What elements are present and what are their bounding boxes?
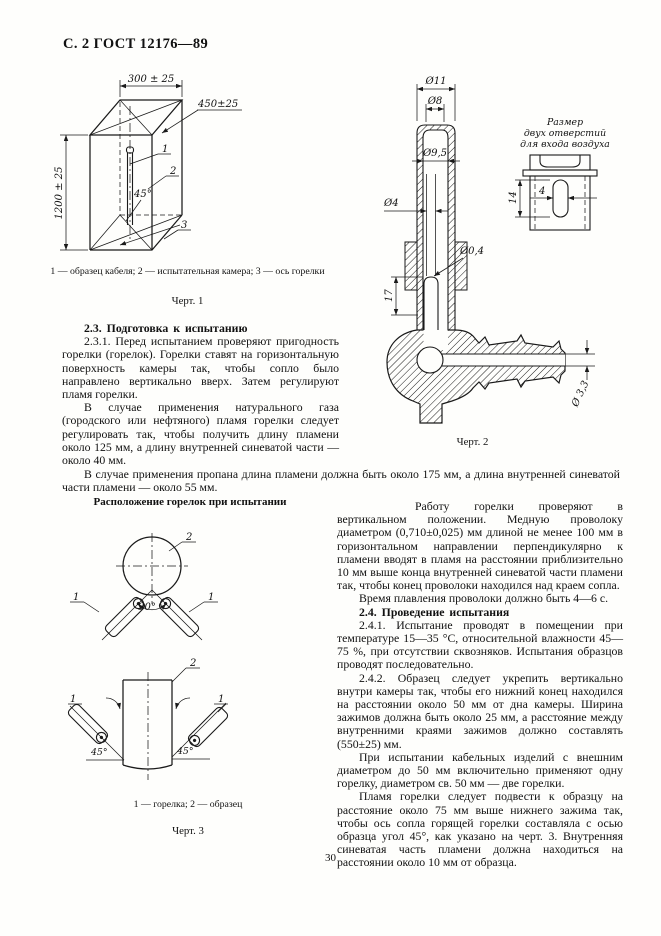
burner-axis: 45°: [119, 189, 181, 246]
hole-width-label: 4: [538, 186, 545, 197]
section-2-3-heading: 2.3. Подготовка к испытанию: [84, 321, 248, 335]
top-view-diagram: 90° 1 1 2: [70, 532, 218, 641]
dim-450-label: 450±25: [197, 99, 238, 110]
para-burner-check: Работу горелки проверяют в вертикальном …: [337, 499, 623, 593]
fig3-arrangement-drawing: 90° 1 1 2 45° 45°: [67, 532, 229, 780]
callout-1-left-side: 1: [70, 694, 76, 705]
side-view-diagram: 45° 45° 1 1 2: [67, 658, 229, 780]
para-melt-time: Время плавления проволоки должно быть 4—…: [359, 591, 609, 606]
para-propane: В случае применения пропана длина пламен…: [62, 467, 620, 495]
fig3-caption: 1 — горелка; 2 — образец: [133, 799, 243, 810]
angle-45-label: 45°: [133, 189, 152, 200]
hole-height-label: 14: [508, 191, 519, 204]
angle-45-left: 45°: [90, 747, 107, 758]
callout-2-side: 2: [189, 658, 196, 669]
callout-3: 3: [181, 220, 187, 231]
fig1-title: Черт. 1: [171, 295, 204, 307]
page-header: С. 2 ГОСТ 12176—89: [63, 36, 209, 52]
dim-d8-label: Ø8: [427, 96, 443, 107]
page-number: 30: [325, 852, 336, 864]
dim-300-label: 300 ± 25: [128, 74, 175, 85]
right-burner-side-view: [187, 706, 229, 748]
dim-d33-label: Ø 3,3: [570, 379, 592, 409]
fig2-title: Черт. 2: [456, 436, 489, 448]
dim-d04-label: Ø0,4: [459, 246, 484, 257]
dim-d11-label: Ø11: [425, 76, 447, 87]
fig1-callouts: 1 2 3: [129, 144, 191, 240]
callout-2: 2: [169, 166, 176, 177]
dim-d4-label: Ø4: [383, 198, 399, 209]
para-2-4-1: 2.4.1. Испытание проводят в помещении пр…: [337, 617, 623, 672]
inset-line3: для входа воздуха: [520, 139, 610, 150]
callout-1: 1: [162, 144, 168, 155]
dimension-450: 450±25: [161, 99, 242, 134]
section-2-4: Работу горелки проверяют в вертикальном …: [337, 499, 623, 870]
left-burner-side-view: [67, 703, 109, 745]
inset-line2: двух отверстий: [524, 128, 606, 139]
fig3-heading: Расположение горелок при испытании: [93, 496, 287, 508]
fig3-title: Черт. 3: [172, 825, 204, 837]
section-2-4-heading: 2.4. Проведение испытания: [359, 604, 510, 619]
inset-line1: Размер: [546, 117, 583, 128]
para-propane-wrap: В случае применения пропана длина пламен…: [62, 467, 620, 495]
para-2-4-2: 2.4.2. Образец следует укрепить вертикал…: [337, 670, 623, 751]
callout-2-top: 2: [185, 532, 192, 543]
dimension-1200: 1200 ± 25: [54, 134, 88, 251]
fig2-burner-drawing: Ø11 Ø8 Ø9,5 Ø4 Ø0,4 17 Ø 3,3 Размер двух…: [383, 76, 610, 424]
burner-tube: [404, 124, 468, 331]
section-2-3: 2.3. Подготовка к испытанию 2.3.1. Перед…: [62, 321, 339, 468]
para-flame: Пламя горелки следует подвести к образцу…: [337, 789, 623, 870]
callout-1-right: 1: [208, 592, 214, 603]
para-2-3-1: 2.3.1. Перед испытанием проверяют пригод…: [62, 334, 339, 402]
dim-17-label: 17: [384, 289, 395, 302]
angle-90-label: 90°: [138, 602, 156, 613]
callout-1-left: 1: [73, 592, 79, 603]
fig1-chamber-drawing: 300 ± 25 450±25 1200 ± 25 45° 1 2 3: [54, 74, 242, 251]
burner-body: [386, 314, 566, 424]
para-two-burners: При испытании кабельных изделий с внешни…: [337, 749, 623, 791]
fig1-caption: 1 — образец кабеля; 2 — испытательная ка…: [50, 266, 325, 277]
dimension-300: 300 ± 25: [119, 74, 183, 97]
angle-45-right: 45°: [176, 746, 193, 757]
dim-d95-label: Ø9,5: [422, 148, 447, 159]
air-hole-inset: Размер двух отверстий для входа воздуха …: [508, 117, 610, 231]
cable-specimen: [125, 106, 135, 240]
chamber-box: [88, 99, 184, 251]
para-gas: В случае применения натурального газа (г…: [62, 400, 339, 468]
callout-1-right-side: 1: [218, 694, 224, 705]
dim-1200-label: 1200 ± 25: [54, 167, 65, 220]
